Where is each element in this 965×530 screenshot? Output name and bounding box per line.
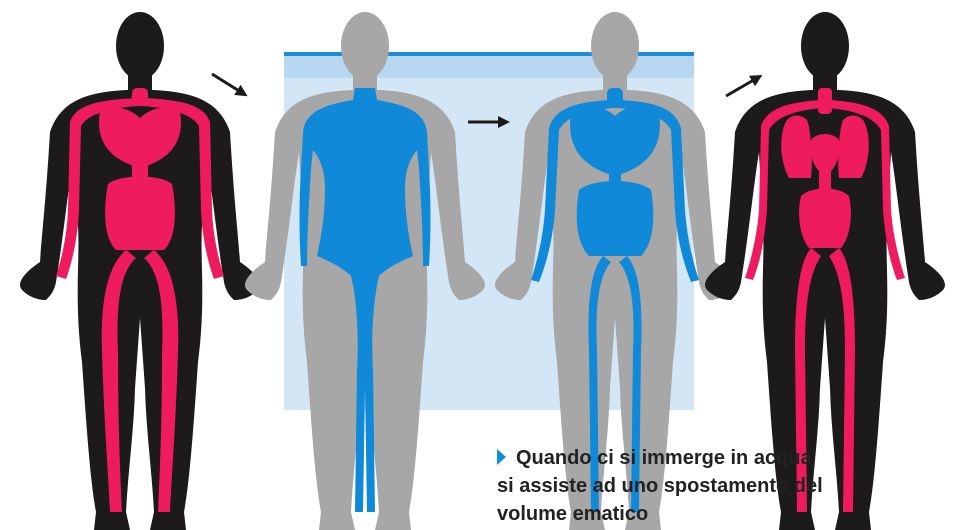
- caption-line-1: Quando ci si immerge in acqua: [497, 444, 957, 472]
- caption-line-3: volume ematico: [497, 500, 957, 528]
- triangle-right-icon: [497, 449, 506, 465]
- caption: Quando ci si immerge in acqua si assiste…: [497, 444, 957, 528]
- arrow-1-to-2: [209, 69, 251, 101]
- body-figure-before: [20, 12, 260, 530]
- caption-line-1-text: Quando ci si immerge in acqua: [516, 447, 812, 469]
- arrow-3-to-4: [723, 70, 765, 101]
- caption-line-2: si assiste ad uno spostamento del: [497, 472, 957, 500]
